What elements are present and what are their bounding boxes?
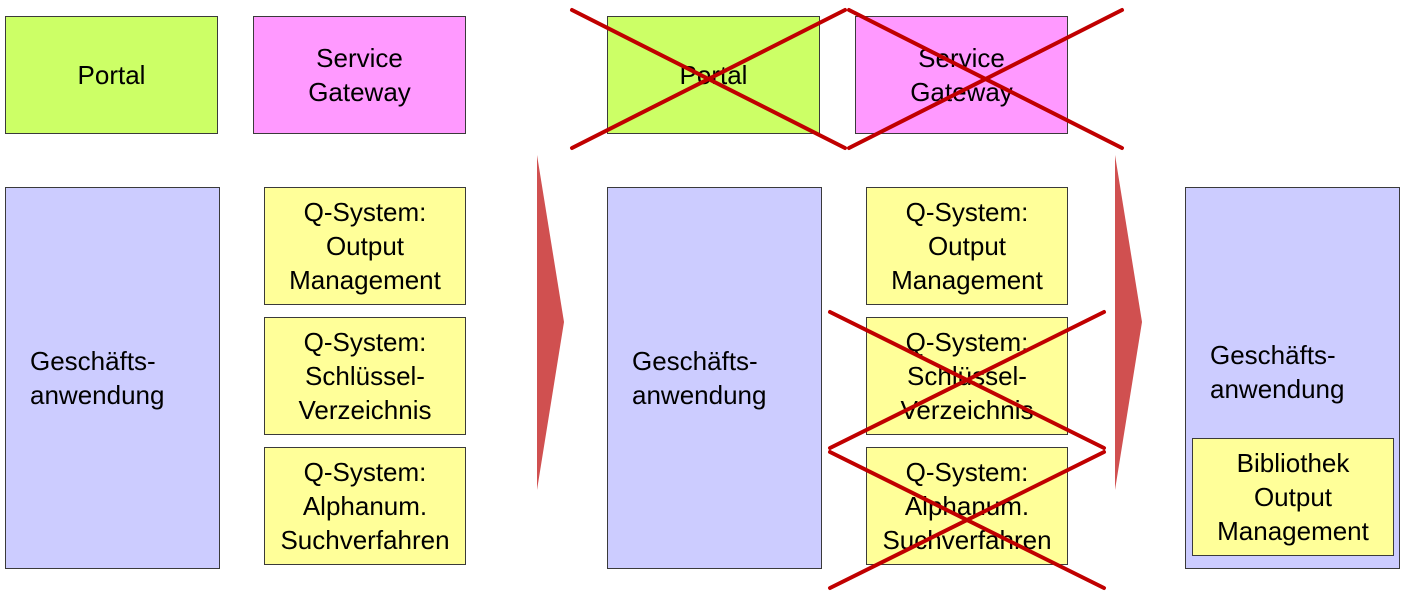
stage2-q-system-output-management: Q-System: Output Management xyxy=(866,187,1068,305)
stage1-business-application-box: Geschäfts- anwendung xyxy=(5,187,220,569)
stage1-portal-box: Portal xyxy=(5,16,218,134)
stage1-service-gateway-box: Service Gateway xyxy=(253,16,466,134)
stage2-service-gateway-box: Service Gateway xyxy=(855,16,1068,134)
stage1-q-system-alphanumeric-search: Q-System: Alphanum. Suchverfahren xyxy=(264,447,466,565)
stage3-library-output-management: Bibliothek Output Management xyxy=(1192,438,1394,556)
transition-arrow-1 xyxy=(537,155,564,490)
stage2-q-system-alphanumeric-search: Q-System: Alphanum. Suchverfahren xyxy=(866,447,1068,565)
stage3-business-application-label: Geschäfts- anwendung xyxy=(1210,340,1345,404)
stage1-q-system-key-directory: Q-System: Schlüssel- Verzeichnis xyxy=(264,317,466,435)
stage2-business-application-box: Geschäfts- anwendung xyxy=(607,187,822,569)
stage2-q-system-key-directory: Q-System: Schlüssel- Verzeichnis xyxy=(866,317,1068,435)
transition-arrow-2 xyxy=(1115,155,1142,490)
stage1-q-system-output-management: Q-System: Output Management xyxy=(264,187,466,305)
stage2-portal-box: Portal xyxy=(607,16,820,134)
